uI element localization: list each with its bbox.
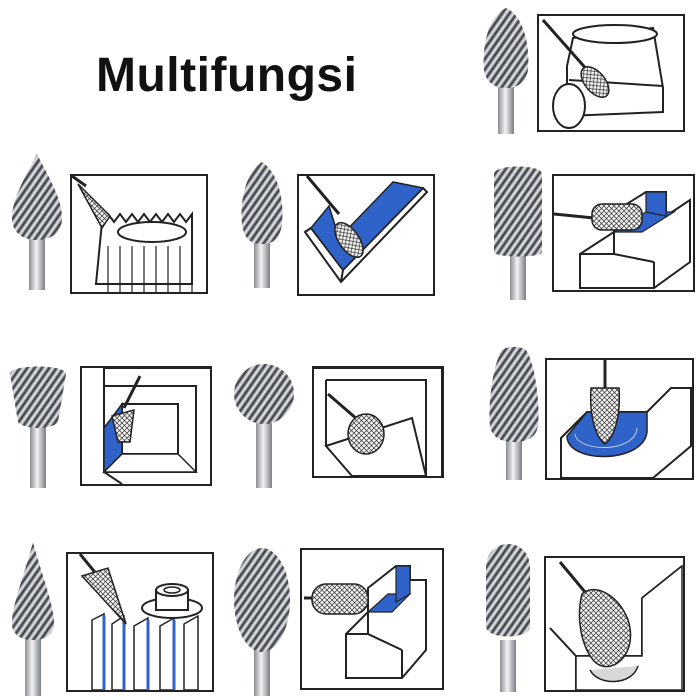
fin-hub-diagram: [66, 552, 214, 692]
frame-corner-diagram: [80, 366, 212, 486]
cylinder-edge-diagram: [537, 14, 685, 132]
tree-pointed-burr-bit: [8, 152, 66, 290]
blue-step-block-diagram: [552, 174, 695, 292]
flame-burr-bit: [478, 6, 534, 134]
oval-burr-bit: [232, 546, 292, 696]
blue-v-channel-diagram: [297, 174, 435, 296]
inner-corner-diagram: [544, 556, 685, 692]
blue-step-block-2-diagram: [300, 548, 444, 690]
gear-diagram: [70, 174, 208, 294]
ball-burr-bit: [232, 360, 296, 488]
page-title: Multifungsi: [96, 49, 358, 102]
cylinder-burr-bit: [490, 160, 546, 300]
ball-in-frame-diagram: [312, 366, 444, 478]
flame-burr-bit-2: [234, 160, 290, 288]
blue-groove-diagram: [545, 358, 694, 480]
cone-pointed-burr-bit: [8, 540, 58, 696]
inverted-cone-burr-bit: [8, 364, 68, 488]
tree-round-burr-bit: [486, 346, 542, 480]
cylinder-ball-burr-bit: [482, 542, 534, 692]
